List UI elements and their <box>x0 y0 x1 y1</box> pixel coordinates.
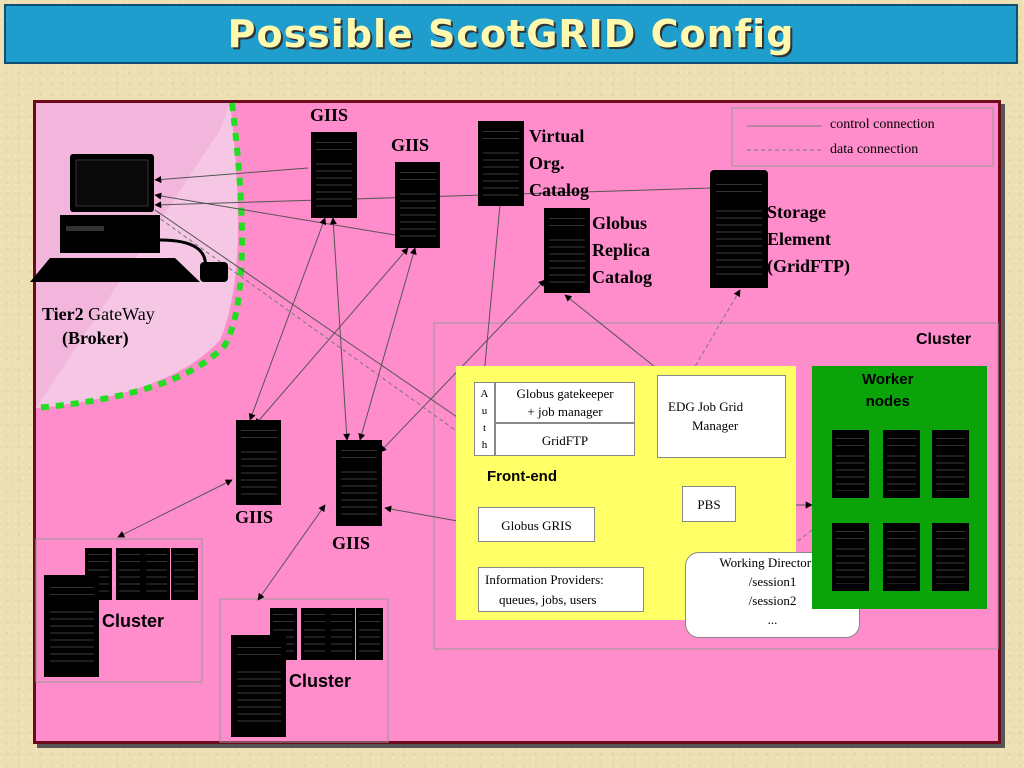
storage-element-line1: Storage <box>767 202 826 222</box>
giis-server-2 <box>395 162 440 248</box>
worker-nodes-line2: nodes <box>865 393 910 410</box>
replica-catalog-line1: Globus <box>592 213 648 233</box>
auth-letter-t: t <box>482 421 487 434</box>
gateway-label: Tier2 GateWay (Broker) <box>42 302 155 350</box>
giis-server-4 <box>336 440 382 526</box>
replica-catalog-line2: Replica <box>592 240 650 260</box>
cluster-node <box>328 608 355 660</box>
edg-job-manager-box: EDG Job Grid Manager <box>657 375 786 458</box>
link-giis4-cluster <box>257 504 326 601</box>
cluster-node <box>116 548 143 600</box>
giis-label-4: GIIS <box>332 533 371 553</box>
auth-box: A u t h <box>474 382 495 456</box>
worker-node <box>932 430 969 498</box>
slide-title: Possible ScotGRID Config <box>227 12 795 56</box>
worker-node <box>932 523 969 591</box>
link-vo-auth <box>481 204 501 376</box>
cluster-node <box>301 608 328 660</box>
replica-catalog-server <box>544 208 590 293</box>
link-giis2-giis3 <box>254 247 409 426</box>
storage-element-label: Storage Element (GridFTP) <box>767 199 850 280</box>
title-bar: Possible ScotGRID Config <box>4 4 1018 64</box>
firewall-boundary <box>35 102 245 411</box>
storage-element-server <box>710 170 768 288</box>
cluster-node <box>143 548 170 600</box>
gris-box: Globus GRIS <box>478 507 595 542</box>
workdir-line1: Working Directories <box>719 555 826 570</box>
data-storage-edg <box>689 289 741 376</box>
gateway-label-broker: (Broker) <box>62 328 129 348</box>
cluster-label-mid: Cluster <box>289 671 352 691</box>
gateway-label-tier2: Tier2 <box>42 304 84 324</box>
edg-line1: EDG Job Grid <box>668 399 744 414</box>
legend-control-label: control connection <box>830 117 935 132</box>
gateway-computer <box>30 154 228 282</box>
pbs-label: PBS <box>697 497 721 512</box>
info-providers-line1: Information Providers: <box>485 572 604 587</box>
link-gateway-giis2 <box>154 192 396 236</box>
link-giis1-giis4 <box>329 217 351 441</box>
pbs-box: PBS <box>682 486 736 522</box>
gatekeeper-line1: Globus gatekeeper <box>516 386 614 401</box>
replica-catalog-label: Globus Replica Catalog <box>592 210 652 291</box>
workdir-line2: /session1 <box>748 574 797 589</box>
gateway-label-rest: GateWay <box>83 304 155 324</box>
giis-label-1: GIIS <box>310 105 349 125</box>
cluster-server <box>44 575 99 677</box>
cluster-node <box>356 608 383 660</box>
giis-label-3: GIIS <box>235 507 274 527</box>
legend-box <box>731 107 994 167</box>
vo-catalog-server <box>478 121 524 206</box>
cluster-outline-left <box>35 538 203 683</box>
vo-catalog-line1: Virtual <box>529 126 585 146</box>
worker-node <box>883 430 920 498</box>
storage-element-line2: Element <box>767 229 831 249</box>
link-replica-edg <box>564 294 666 376</box>
workdir-line4: ... <box>767 612 778 627</box>
link-giis2-giis4 <box>358 247 417 441</box>
vo-catalog-label: Virtual Org. Catalog <box>529 123 589 204</box>
storage-element-line3: (GridFTP) <box>767 256 850 276</box>
replica-catalog-line3: Catalog <box>592 267 652 287</box>
data-gateway-gridftp <box>154 214 477 446</box>
giis-server-1 <box>311 132 357 218</box>
info-providers-box: Information Providers: queues, jobs, use… <box>478 567 644 612</box>
gridftp-label: GridFTP <box>541 433 589 448</box>
vo-catalog-line2: Org. <box>529 153 565 173</box>
worker-nodes-label: Worker nodes <box>862 369 913 413</box>
cluster-server <box>231 635 286 737</box>
cluster-label-left: Cluster <box>102 611 165 631</box>
gridftp-box: GridFTP <box>495 423 635 456</box>
frontend-label: Front-end <box>487 468 557 485</box>
giis-server-3 <box>236 420 281 505</box>
worker-node <box>832 523 869 591</box>
auth-letter-h: h <box>481 438 488 451</box>
info-providers-line2: queues, jobs, users <box>499 592 597 607</box>
gris-label: Globus GRIS <box>501 518 572 533</box>
worker-node <box>832 430 869 498</box>
legend-data-label: data connection <box>830 142 919 157</box>
cluster-node <box>171 548 198 600</box>
auth-letter-a: A <box>480 387 489 400</box>
gatekeeper-box: Globus gatekeeper + job manager <box>495 382 635 423</box>
auth-letter-u: u <box>481 404 488 417</box>
edg-line2: Manager <box>692 418 739 433</box>
gateway-zone-light <box>36 103 238 408</box>
main-cluster-label: Cluster <box>916 331 972 348</box>
worker-node <box>883 523 920 591</box>
link-giis3-cluster <box>117 479 233 538</box>
gatekeeper-line2: + job manager <box>527 404 603 419</box>
worker-nodes-line1: Worker <box>862 371 914 388</box>
workdir-line3: /session2 <box>748 593 797 608</box>
link-gateway-giis1 <box>154 167 309 183</box>
giis-label-2: GIIS <box>391 135 430 155</box>
vo-catalog-line3: Catalog <box>529 180 589 200</box>
